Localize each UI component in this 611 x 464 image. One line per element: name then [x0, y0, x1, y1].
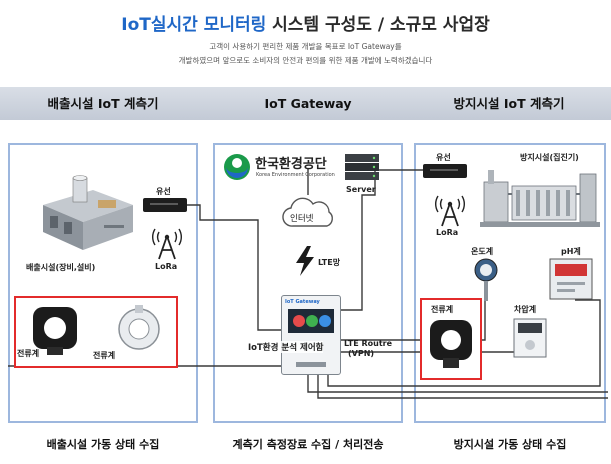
thermometer-label: 온도계	[471, 247, 494, 256]
right-current-meter-label: 전류계	[431, 305, 454, 314]
differential-pressure-label: 차압계	[514, 305, 537, 314]
right-router-label: 유선	[436, 153, 451, 162]
ph-meter-icon	[549, 258, 593, 300]
left-router-label: 유선	[156, 187, 171, 196]
left-column-footer: 배출시설 가동 상태 수집	[46, 438, 160, 451]
server-rack-icon	[345, 154, 379, 180]
device-display-icon	[288, 309, 334, 333]
center-column-heading: IoT Gateway	[264, 96, 352, 111]
ph-line	[327, 299, 601, 387]
bottom-line-1	[307, 373, 608, 393]
right-router-slot-icon	[430, 169, 458, 171]
org-name-en: Korea Environment Corporation	[256, 172, 335, 178]
device-brand: IoT Gateway	[285, 299, 320, 305]
title-rest: 시스템 구성도 / 소규모 사업장	[266, 15, 490, 35]
center-column-footer: 계측기 측정장료 수집 / 처리전송	[232, 438, 384, 451]
iot-gateway-device	[281, 295, 341, 375]
left-panel	[8, 143, 198, 423]
right-column-heading: 방지시설 IoT 계측기	[453, 96, 565, 111]
wired-router-icon	[143, 198, 187, 212]
thermo-line	[340, 285, 486, 341]
right-lora-label: LoRa	[436, 228, 459, 237]
lightning-icon	[296, 246, 314, 276]
left-column-heading: 배출시설 IoT 계측기	[47, 96, 159, 111]
factory-building-icon	[43, 175, 133, 250]
subtitle-line-2: 개발하였으며 앞으로도 소비자의 안전과 편의를 위한 제품 개발에 노력하겠습…	[178, 56, 433, 65]
title-highlight: IoT실시간 모니터링	[121, 15, 267, 35]
router-slot-icon	[150, 203, 178, 205]
differential-pressure-gauge-icon	[513, 318, 547, 358]
left-sensor-2-label: 전류계	[93, 351, 116, 360]
right-current-clamp-icon	[430, 320, 472, 368]
ph-meter-label: pH계	[561, 247, 581, 256]
device-label: IoT환경 분석 제어함	[248, 341, 324, 353]
bottom-line-2	[317, 373, 608, 399]
internet-label: 인터넷	[290, 214, 314, 224]
server-label: Server	[346, 185, 376, 194]
right-lora-antenna-icon	[434, 195, 466, 227]
korea-environment-logo-icon	[224, 154, 250, 180]
right-wired-router-icon	[423, 164, 467, 178]
page-title: IoT실시간 모니터링 시스템 구성도 / 소규모 사업장	[0, 10, 611, 35]
subtitle-line-1: 고객이 사용하기 편리한 제품 개발을 목표로 IoT Gateway를	[209, 42, 402, 51]
right-router-line	[340, 169, 457, 311]
left-sensor-1-label: 전류계	[17, 349, 40, 358]
header-band	[0, 87, 611, 120]
lte-network-label: LTE망	[318, 258, 341, 267]
lte-router-label-1: LTE Routre	[344, 339, 393, 348]
right-column-footer: 방지시설 가동 상태 수집	[453, 438, 567, 451]
device-port-icon	[296, 362, 326, 367]
lte-router-label-2: (VPN)	[348, 349, 375, 358]
dust-collector-label: 방지시설(집진기)	[520, 153, 579, 162]
emission-facility-label: 배출시설(장비,설비)	[26, 263, 96, 272]
left-router-line	[186, 204, 282, 331]
current-clamp-white-icon	[118, 305, 160, 350]
org-name: 한국환경공단	[255, 157, 327, 172]
lora-antenna-icon	[151, 228, 183, 260]
left-lora-label: LoRa	[155, 262, 178, 271]
current-clamp-black-icon	[33, 307, 77, 355]
thermometer-icon	[474, 258, 498, 301]
dust-collector-icon	[480, 170, 600, 227]
internet-cloud-icon	[282, 197, 333, 227]
